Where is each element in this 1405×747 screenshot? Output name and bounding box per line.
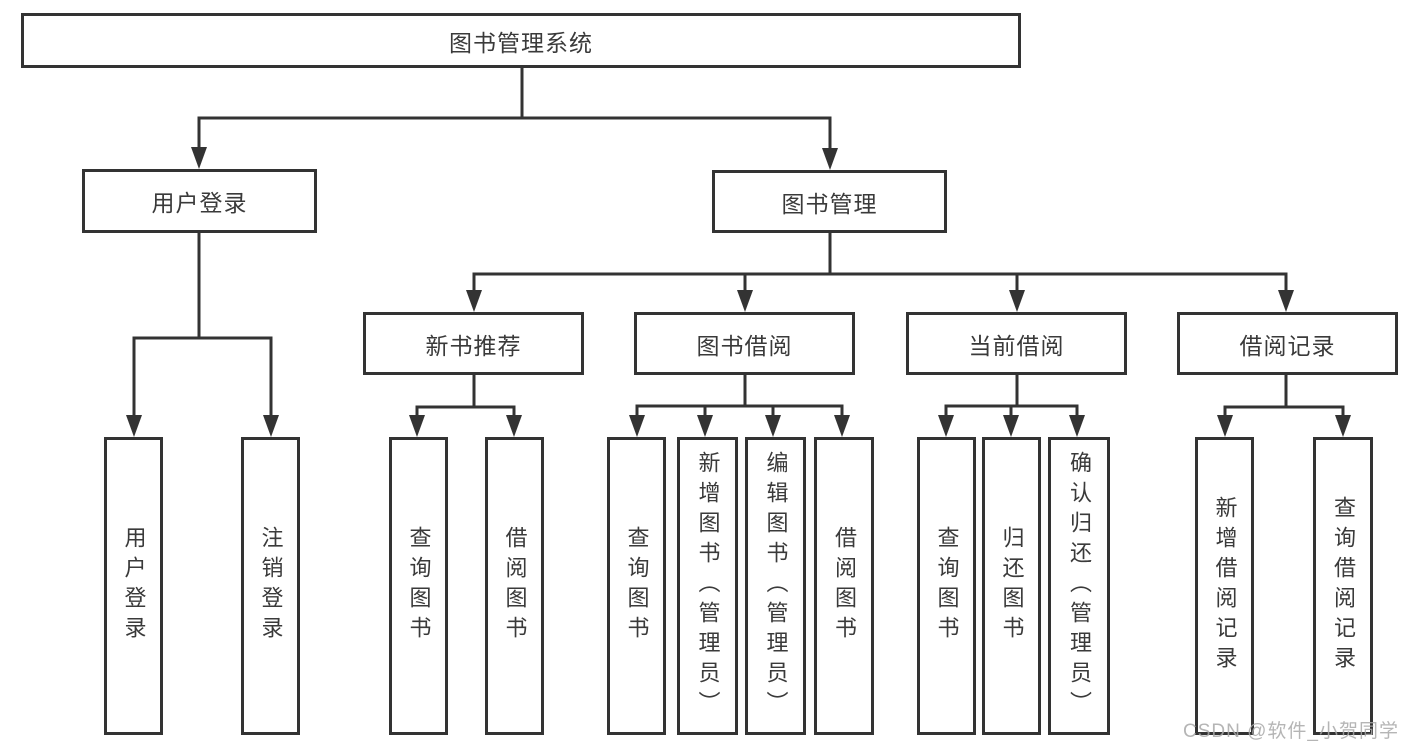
leaf-label: 用户登录 (121, 526, 147, 646)
leaf-label: 新增借阅记录 (1212, 496, 1238, 676)
arrow-down-icon (191, 147, 207, 169)
leaf-label: 查询图书 (624, 526, 650, 646)
node-new-book-recommendation: 新书推荐 (363, 312, 584, 375)
arrow-down-icon (1069, 415, 1085, 437)
arrow-down-icon (697, 415, 713, 437)
arrow-down-icon (126, 415, 142, 437)
arrow-down-icon (1335, 415, 1351, 437)
arrow-down-icon (834, 415, 850, 437)
leaf-label: 注销登录 (258, 526, 284, 646)
leaf-label: 借阅图书 (502, 526, 528, 646)
leaf-query-books-recommend: 查询图书 (389, 437, 448, 735)
arrow-down-icon (938, 415, 954, 437)
arrow-down-icon (737, 290, 753, 312)
leaf-add-books-admin: 新增图书（管理员） (677, 437, 738, 735)
leaf-label: 归还图书 (999, 526, 1025, 646)
node-book-management: 图书管理 (712, 170, 947, 233)
arrow-down-icon (1217, 415, 1233, 437)
arrow-down-icon (1003, 415, 1019, 437)
leaf-label: 查询图书 (934, 526, 960, 646)
leaf-add-borrow-record: 新增借阅记录 (1195, 437, 1254, 735)
leaf-label: 借阅图书 (832, 526, 857, 646)
arrow-down-icon (506, 415, 522, 437)
arrowhead-down-icons (126, 147, 1351, 437)
node-borrowing-records: 借阅记录 (1177, 312, 1398, 375)
csdn-watermark: CSDN @软件_小贺同学 (1183, 721, 1399, 742)
leaf-borrow-books-recommend: 借阅图书 (485, 437, 544, 735)
arrow-down-icon (1278, 290, 1294, 312)
leaf-borrow-books: 借阅图书 (814, 437, 874, 735)
leaf-label: 确认归还（管理员） (1067, 451, 1092, 721)
arrow-down-icon (466, 290, 482, 312)
node-user-login: 用户登录 (82, 169, 317, 233)
leaf-query-borrow-record: 查询借阅记录 (1313, 437, 1373, 735)
arrow-down-icon (629, 415, 645, 437)
leaf-return-books: 归还图书 (982, 437, 1041, 735)
arrow-down-icon (765, 415, 781, 437)
arrow-down-icon (1009, 290, 1025, 312)
leaf-label: 编辑图书（管理员） (763, 451, 789, 721)
node-book-borrowing: 图书借阅 (634, 312, 855, 375)
tree-edges (132, 68, 1345, 420)
leaf-query-books-borrowing: 查询图书 (607, 437, 666, 735)
arrow-down-icon (822, 148, 838, 170)
arrow-down-icon (263, 415, 279, 437)
leaf-confirm-return-admin: 确认归还（管理员） (1048, 437, 1110, 735)
node-library-management-system: 图书管理系统 (21, 13, 1021, 68)
leaf-logout: 注销登录 (241, 437, 300, 735)
arrow-down-icon (409, 415, 425, 437)
leaf-user-login: 用户登录 (104, 437, 163, 735)
leaf-edit-books-admin: 编辑图书（管理员） (745, 437, 806, 735)
leaf-label: 查询图书 (406, 526, 432, 646)
leaf-label: 查询借阅记录 (1331, 496, 1356, 676)
leaf-query-books-current: 查询图书 (917, 437, 976, 735)
node-current-borrowing: 当前借阅 (906, 312, 1127, 375)
leaf-label: 新增图书（管理员） (695, 451, 721, 721)
